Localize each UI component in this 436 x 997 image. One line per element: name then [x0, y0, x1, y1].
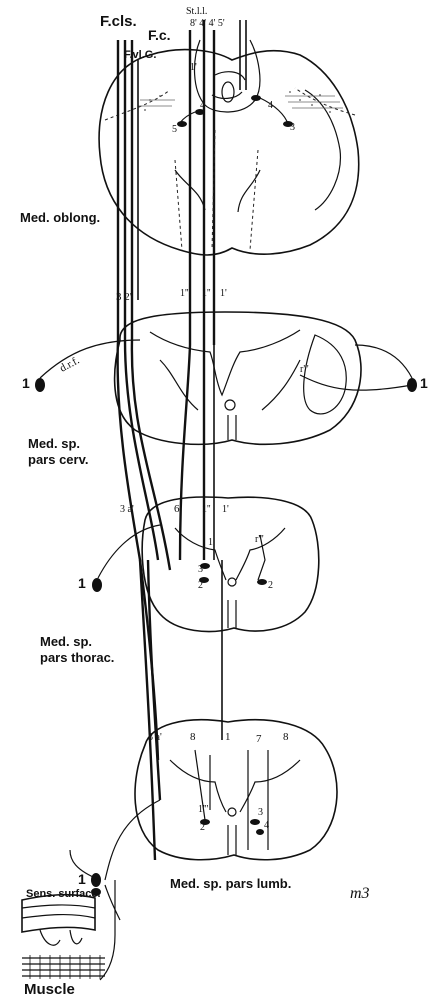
numeral-5-oblong: 5: [172, 124, 177, 135]
numeral-1pp-a: 1'': [180, 288, 189, 299]
label-stl: St.l.l.: [186, 6, 207, 17]
numeral-3a-lumb: 3 a': [148, 732, 162, 743]
numeral-1p-a: 1': [220, 288, 227, 299]
numeral-1pp-c: 1'': [202, 504, 211, 515]
numeral-1-thorac: 1: [78, 575, 86, 591]
label-fc: F.c.: [148, 27, 171, 43]
numeral-3-lumb: 3: [258, 807, 263, 818]
numeral-7-lumb: 7: [256, 733, 262, 745]
numeral-1p-oblong: 1': [190, 62, 197, 73]
numeral-1ppp-lumb: 1''': [198, 804, 209, 815]
lumbar-section: [91, 720, 337, 896]
numeral-r-cerv: r''': [300, 364, 309, 375]
numeral-1-lumb-top: 1: [225, 731, 231, 743]
numeral-8-lumb-left: 8: [190, 731, 196, 743]
numeral-2-thorac: 2: [198, 580, 203, 591]
label-top-numerals: 8' 4' 4' 5': [190, 18, 225, 29]
segmental-fibres: [70, 750, 268, 980]
numeral-r-thorac: r''': [255, 534, 264, 545]
numeral-2-thorac-right: 2: [268, 580, 273, 591]
ascending-tracts: [118, 20, 258, 860]
numeral-4-lumb: 4: [264, 820, 269, 831]
cervical-section: [35, 312, 417, 444]
label-thorac-line2: pars thorac.: [40, 650, 114, 665]
numeral-4-oblong-a: 4: [200, 100, 205, 111]
numeral-6: 6: [174, 503, 180, 515]
numeral-3-thorac: 3: [198, 564, 203, 575]
numeral-4-oblong-b: 4: [268, 100, 273, 111]
label-med-oblong: Med. oblong.: [20, 210, 100, 225]
numeral-3a: 3 a': [120, 504, 134, 515]
numeral-1pp-b: 1'': [202, 288, 211, 299]
numeral-1p-b: 1': [222, 504, 229, 515]
label-cerv-line1: Med. sp.: [28, 436, 80, 451]
label-fcls: F.cls.: [100, 13, 137, 30]
numeral-2-lumb: 2: [200, 822, 205, 833]
muscle-illustration: [22, 955, 105, 979]
numeral-1-cerv-right: 1: [420, 375, 428, 391]
numeral-3-oblong: 3: [290, 122, 295, 133]
label-muscle: Muscle: [24, 981, 75, 997]
label-fvl: F.vl.G.: [124, 49, 156, 61]
label-lumb: Med. sp. pars lumb.: [170, 876, 291, 891]
label-thorac-line1: Med. sp.: [40, 634, 92, 649]
numeral-32: 3 2': [116, 291, 132, 303]
numeral-1-lumb: 1: [78, 871, 86, 887]
label-cerv-line2: pars cerv.: [28, 452, 88, 467]
label-drf: d.r.f.: [58, 354, 82, 374]
thoracic-section: [92, 497, 319, 631]
numeral-1p-c: 1': [208, 537, 215, 548]
numeral-1-cerv-left: 1: [22, 375, 30, 391]
label-sens-surface: Sens. surface.: [26, 888, 101, 900]
signature: m3: [350, 885, 370, 902]
sens-surface-illustration: [22, 895, 95, 946]
numeral-8-lumb-right: 8: [283, 731, 289, 743]
